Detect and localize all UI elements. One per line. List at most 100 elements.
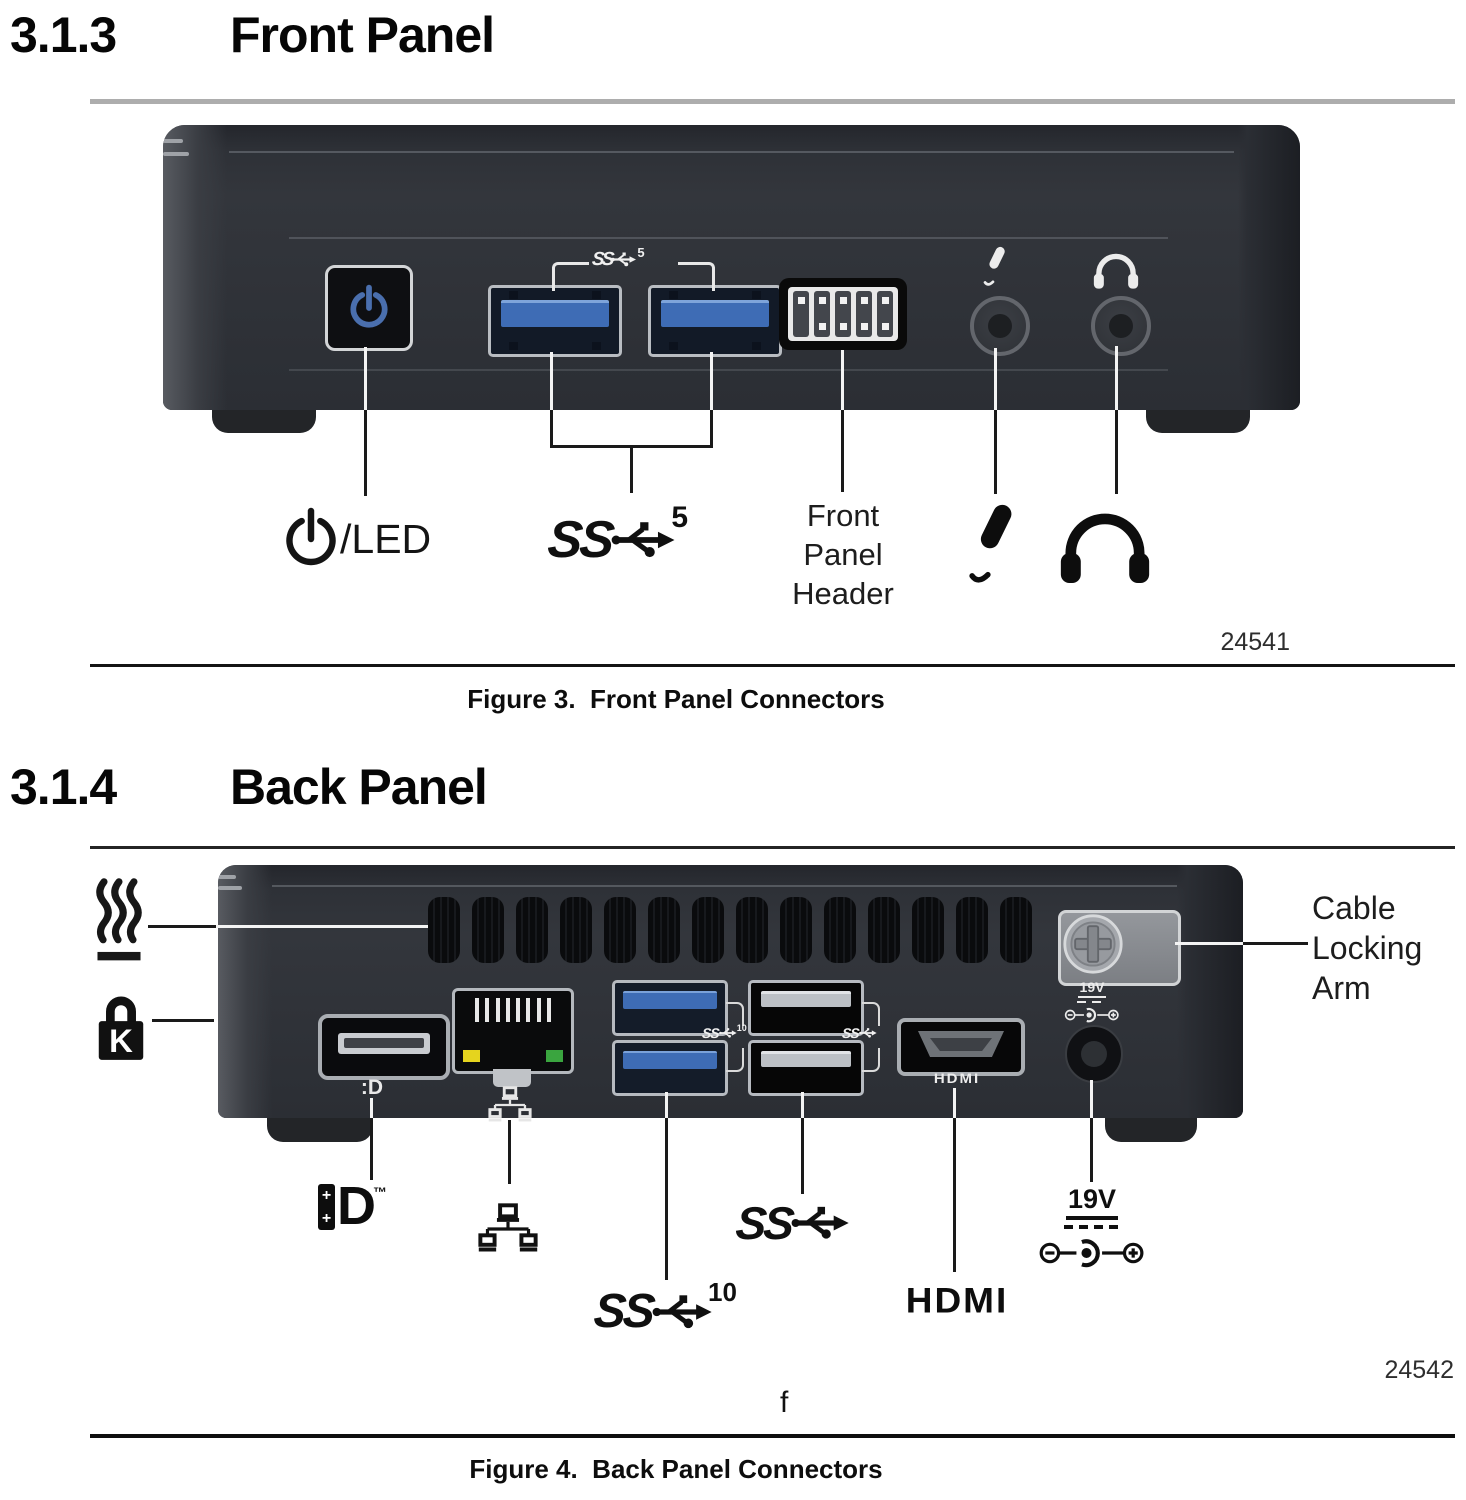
- lock-letter: K: [109, 1022, 133, 1059]
- artwork-number: 24542: [1384, 1356, 1454, 1384]
- figure4-bottom-rule: [90, 1434, 1455, 1438]
- vent-slot: [472, 897, 504, 963]
- chassis-notch: [218, 886, 242, 890]
- headphone-icon: [1093, 253, 1139, 289]
- callout-ss-usb10: SS 10: [592, 1279, 737, 1338]
- ss-text: SS: [733, 1197, 794, 1249]
- chassis-notch: [163, 139, 183, 143]
- dp-trademark: ™: [373, 1184, 387, 1200]
- callout-line: Panel: [803, 537, 883, 572]
- dp-plus-bar: + +: [318, 1184, 335, 1230]
- vent-slot: [692, 897, 724, 963]
- leader-line: [801, 1092, 804, 1118]
- header-column: [814, 291, 830, 337]
- leader-line: [841, 350, 844, 410]
- headphone-jack: [1091, 296, 1151, 356]
- power-led-text: /LED: [340, 515, 432, 562]
- usb-trident-icon: [652, 1295, 712, 1329]
- usb-tongue: [661, 300, 769, 327]
- leader-line: [665, 1092, 668, 1118]
- power-icon: [350, 284, 388, 328]
- vent-slot: [824, 897, 856, 963]
- leader-line: [801, 1118, 804, 1194]
- usb-trident-icon: [791, 1206, 850, 1239]
- figure3-caption: Figure 3. Front Panel Connectors: [467, 684, 885, 714]
- section-number-back: 3.1.4: [10, 759, 117, 815]
- callout-19v: 19V: [1034, 1186, 1150, 1273]
- leader-line: [953, 1088, 956, 1118]
- vent-slot: [780, 897, 812, 963]
- header-column: [856, 291, 872, 337]
- front-panel-header-connector: [779, 278, 907, 350]
- polarity-icon: [1039, 1239, 1144, 1268]
- power-jack: [1065, 1025, 1123, 1083]
- ss-text: SS: [841, 1025, 860, 1041]
- chassis-notch: [163, 152, 189, 156]
- marking-bracket: [862, 1002, 880, 1026]
- figure4-caption: Figure 4. Back Panel Connectors: [469, 1454, 883, 1484]
- rj45-clip: [493, 1069, 531, 1087]
- vent-grille: [428, 897, 1032, 963]
- usb3-port-back-1: [612, 980, 728, 1036]
- callout-cable-locking-arm: Cable Locking Arm: [1312, 888, 1422, 1008]
- ss-speed: 5: [637, 245, 645, 260]
- artwork-number: 24541: [1220, 628, 1290, 656]
- power-button: [325, 265, 413, 351]
- chassis-right-bevel: [1177, 865, 1243, 1118]
- network-icon: [478, 1203, 538, 1252]
- displayport-port: [318, 1014, 450, 1080]
- vent-slot: [604, 897, 636, 963]
- leader-line: [364, 410, 367, 496]
- marking-bracket-left: [552, 262, 589, 291]
- leader-line: [1115, 410, 1118, 494]
- ss-speed: 5: [671, 501, 689, 534]
- callout-displayport-logo: + + D ™: [318, 1176, 387, 1236]
- marking-bracket: [726, 1002, 744, 1026]
- rj45-pins: [475, 998, 551, 1022]
- leader-line: [364, 347, 367, 410]
- ethernet-led-yellow: [463, 1050, 480, 1062]
- usb-tongue: [501, 300, 609, 327]
- leader-line: [148, 925, 216, 928]
- usb2-port-back-1: [748, 980, 864, 1036]
- callout-front-panel-header: Front Panel Header: [758, 496, 928, 613]
- callout-line: Header: [792, 576, 894, 611]
- callout-ss-usb: SS: [733, 1197, 851, 1249]
- leader-line: [508, 1120, 511, 1184]
- vent-slot: [516, 897, 548, 963]
- chassis-seam: [229, 151, 1234, 153]
- header-housing: [788, 287, 898, 341]
- leader-line: [1115, 346, 1118, 410]
- stray-text: f: [780, 1386, 789, 1419]
- section-number-front: 3.1.3: [10, 7, 117, 63]
- leader-line: [1090, 1118, 1093, 1182]
- microphone-icon: [969, 504, 1012, 583]
- usb-tongue: [761, 991, 851, 1007]
- leader-line: [152, 1019, 214, 1022]
- header-column: [793, 291, 809, 337]
- power-icon: [286, 507, 336, 566]
- usb-contact: [592, 291, 601, 299]
- headphone-icon: [1060, 513, 1150, 584]
- vent-slot: [956, 897, 988, 963]
- callout-hdmi-logo: HDMI: [905, 1281, 1009, 1320]
- chassis-right-bevel: [1238, 125, 1300, 410]
- header-column: [835, 291, 851, 337]
- 19v-marking: 19V: [1062, 980, 1122, 1025]
- ss-text: SS: [545, 511, 614, 569]
- ss-text: SS: [701, 1025, 720, 1041]
- vent-slot: [1000, 897, 1032, 963]
- chassis-notch: [218, 875, 236, 879]
- leader-line: [841, 410, 844, 492]
- callout-line: Front: [806, 498, 880, 533]
- figure4-top-rule: [90, 846, 1455, 849]
- panel-groove: [289, 237, 1168, 239]
- callout-line: Arm: [1312, 970, 1371, 1006]
- leader-line: [216, 925, 428, 928]
- locking-screw-icon: [1063, 914, 1123, 974]
- ss-usb-marking: SS: [841, 1025, 877, 1041]
- vent-slot: [736, 897, 768, 963]
- network-icon: [488, 1086, 532, 1122]
- dp-letter: D: [337, 1176, 376, 1236]
- microphone-icon: [983, 246, 1005, 286]
